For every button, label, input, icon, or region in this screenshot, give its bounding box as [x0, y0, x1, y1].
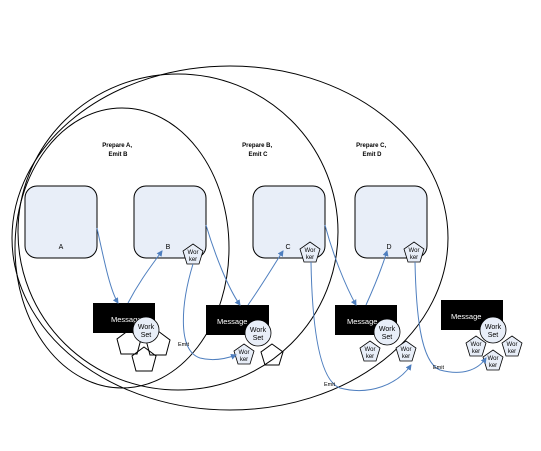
box-d-label: D: [386, 244, 391, 251]
emit-label-1: Emit: [178, 342, 189, 348]
scope-ellipse-middle: [17, 73, 339, 391]
annotation-prepare-b: Prepare B, Emit C: [242, 143, 274, 158]
box-c: [252, 185, 326, 259]
box-b-label: B: [166, 244, 171, 251]
emit-label-3: Emit: [433, 365, 444, 371]
box-a-label: A: [59, 244, 64, 251]
flow-arrows: [96, 224, 487, 392]
scope-ellipse-inner: [14, 107, 230, 389]
message-box-4-label: Message: [451, 312, 481, 321]
arrow-worker-d-to-work-set-4: [414, 261, 487, 373]
annotation-prepare-b-line1: Prepare B,: [242, 143, 272, 149]
annotation-prepare-c-line2: Emit D: [362, 152, 382, 158]
emit-label-2: Emit: [324, 382, 335, 388]
annotation-prepare-c: Prepare C, Emit D: [356, 143, 388, 158]
scope-ellipse-outer: [11, 65, 449, 411]
arrow-message-3-to-d: [365, 250, 389, 306]
message-box-3-label: Message: [347, 317, 377, 326]
box-b: [133, 185, 207, 259]
message-box-2-label: Message: [217, 317, 247, 326]
annotation-prepare-a-line1: Prepare A,: [102, 143, 132, 149]
arrow-worker-c-to-worker-3: [310, 261, 412, 392]
arrow-b-to-message-2: [205, 224, 241, 306]
annotation-prepare-a: Prepare A, Emit B: [102, 143, 133, 158]
box-d: [354, 185, 428, 259]
annotation-prepare-b-line2: Emit C: [248, 152, 268, 158]
arrow-message-2-to-c: [247, 250, 284, 306]
arrow-c-to-message-3: [324, 224, 357, 306]
annotation-prepare-a-line2: Emit B: [108, 152, 128, 158]
annotation-prepare-c-line1: Prepare C,: [356, 143, 386, 149]
message-box-1-label: Message: [111, 315, 141, 324]
box-a: [24, 185, 98, 259]
arrow-message-1-to-b: [127, 250, 163, 304]
arrow-worker-b-to-worker-2: [182, 263, 237, 361]
box-c-label: C: [285, 244, 290, 251]
arrow-a-to-message-1: [96, 227, 119, 304]
